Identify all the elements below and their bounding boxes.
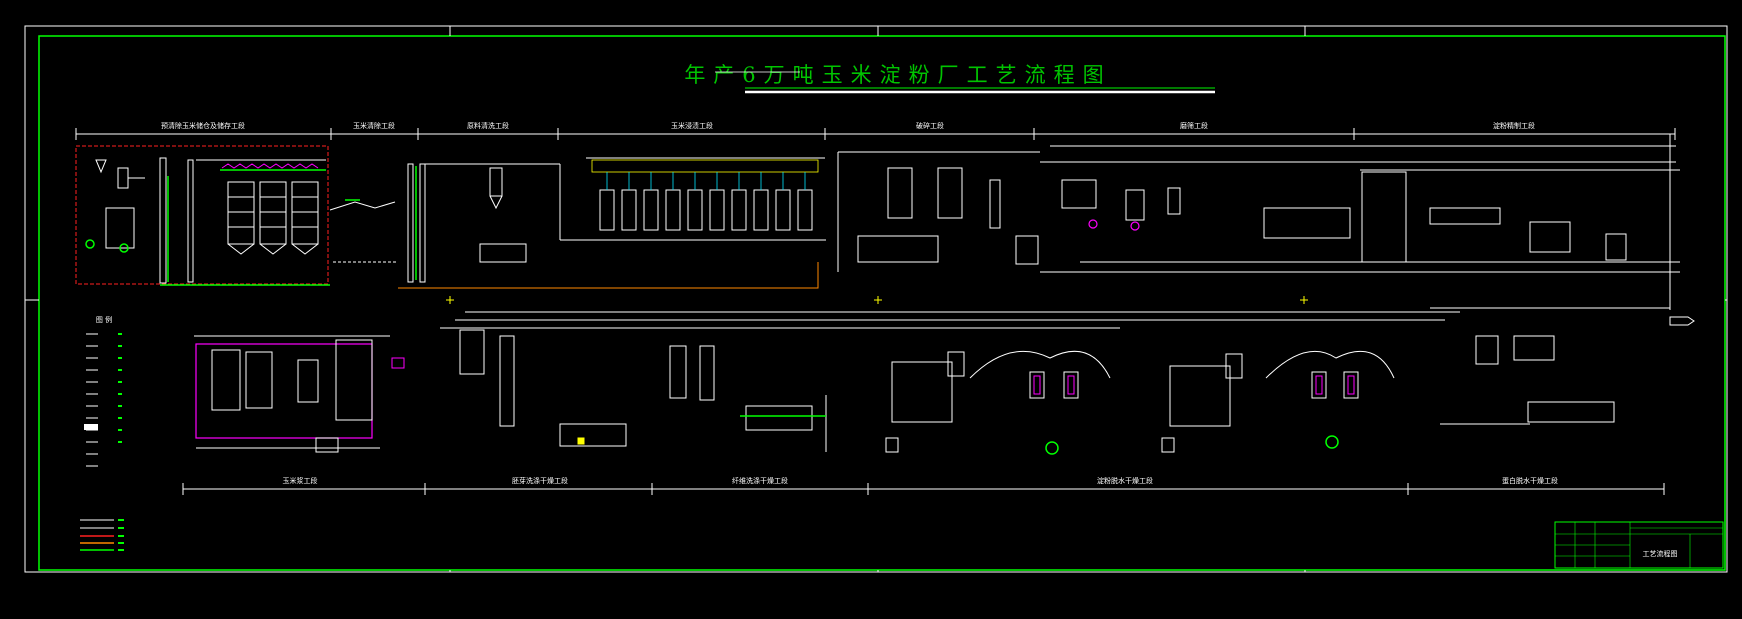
fiber-section	[669, 345, 827, 452]
starch-drying-section-2	[1161, 350, 1395, 453]
stage-label-top-4: 玉米浸渍工段	[671, 121, 713, 130]
germ-section	[440, 311, 1460, 447]
legend-heading: 图 例	[96, 315, 112, 324]
stage-label-top-6: 磨筛工段	[1180, 121, 1208, 130]
stage-label-bottom-3: 纤维洗涤干燥工段	[732, 476, 788, 485]
stage-label-bottom-4: 淀粉脱水干燥工段	[1097, 476, 1153, 485]
refining-section	[1360, 134, 1695, 326]
crushing-section	[837, 151, 1040, 272]
stage-label-bottom-2: 胚芽洗涤干燥工段	[512, 476, 568, 485]
storage-section	[75, 145, 330, 286]
top-stage-bar	[75, 128, 1676, 140]
steep-liquor-section	[194, 335, 405, 453]
outer-frame	[24, 25, 1728, 573]
bottom-stage-bar	[182, 483, 1665, 495]
stage-label-top-7: 淀粉精制工段	[1493, 121, 1535, 130]
inner-frame	[38, 35, 1726, 571]
title-block-drawing-name: 工艺流程图	[1643, 549, 1678, 558]
diagram-title: 年产6万吨玉米淀粉厂工艺流程图	[684, 63, 1111, 87]
stage-label-top-1: 预清除玉米储仓及储存工段	[161, 121, 245, 130]
stage-label-top-3: 原料清洗工段	[467, 121, 509, 130]
milling-section	[1040, 145, 1680, 273]
steeping-tanks	[398, 157, 826, 289]
cleaning-section	[329, 163, 560, 283]
starch-drying-section	[885, 350, 1111, 453]
protein-section	[1430, 307, 1670, 425]
title-block: 工艺流程图	[1554, 521, 1724, 569]
stage-label-bottom-1: 玉米浆工段	[283, 476, 318, 485]
legend: 图 例	[80, 315, 124, 551]
stage-label-bottom-5: 蛋白脱水干燥工段	[1502, 476, 1558, 485]
stage-label-top-5: 破碎工段	[916, 121, 944, 130]
stage-label-top-2: 玉米清除工段	[353, 121, 395, 130]
